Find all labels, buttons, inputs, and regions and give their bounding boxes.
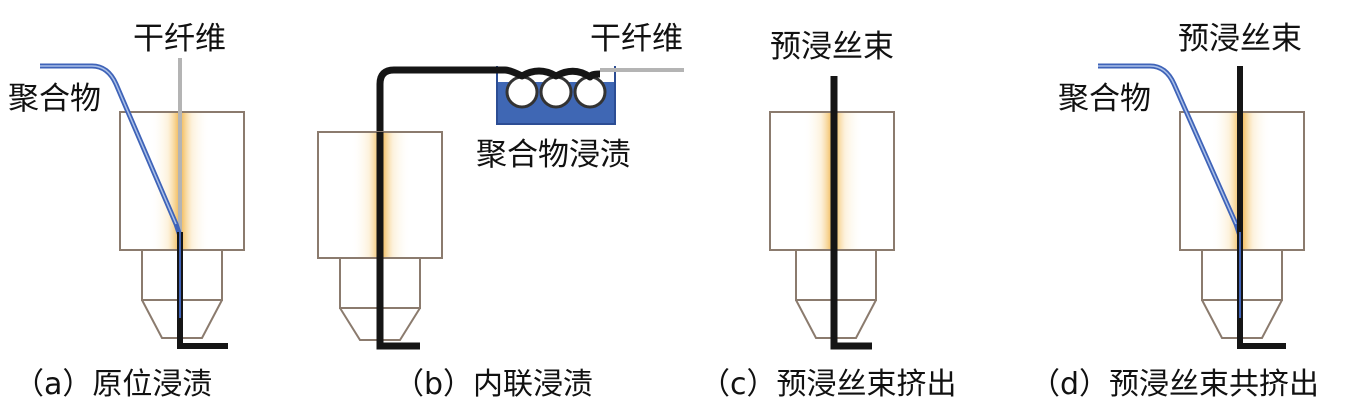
panel-d: [1098, 63, 1305, 349]
panel-b-filament-front: [376, 132, 420, 350]
panel-b-roller-1: [505, 75, 539, 109]
panel-c-prepreg-tow: [830, 76, 872, 350]
panel-b-bath-label: 聚合物浸渍: [476, 137, 631, 173]
panel-b-roller-2: [539, 75, 573, 109]
panel-c-caption: （c）预浸丝束挤出: [700, 367, 957, 402]
panel-b-impregnated-tow: [376, 66, 601, 350]
panel-d-prepreg-tow: [1237, 66, 1286, 349]
panel-d-polymer-label: 聚合物: [1058, 81, 1151, 117]
panel-b-roller-3: [573, 75, 607, 109]
panel-a: [40, 58, 245, 349]
panel-d-caption: （d）预浸丝束共挤出: [1030, 367, 1320, 402]
panel-d-polymer-stream-inner: [1098, 65, 1237, 225]
panel-c: [769, 76, 895, 350]
panel-b-fiber-label: 干纤维: [590, 21, 683, 57]
panel-a-fiber-label: 干纤维: [133, 21, 226, 57]
panel-b: [317, 66, 684, 350]
panel-b-bath-outline: [496, 66, 616, 125]
panel-a-polymer-stream-inner: [40, 65, 177, 225]
panel-b-caption: （b）内联浸渍: [394, 367, 594, 402]
panel-d-tow-label: 预浸丝束: [1178, 21, 1302, 57]
panel-a-caption: （a）原位浸渍: [14, 367, 213, 402]
panel-c-tow-label: 预浸丝束: [770, 29, 894, 65]
panel-a-polymer-label: 聚合物: [8, 81, 101, 117]
